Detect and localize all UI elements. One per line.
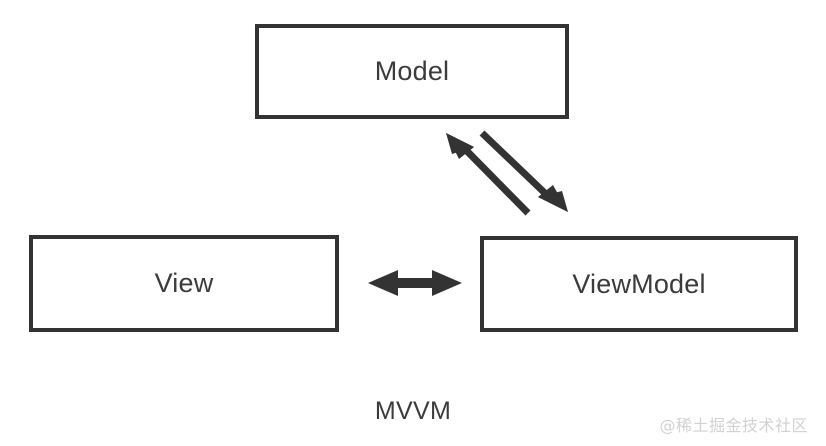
node-model[interactable]: Model bbox=[255, 24, 569, 119]
node-view[interactable]: View bbox=[29, 235, 339, 332]
node-model-label: Model bbox=[374, 56, 450, 86]
node-view-label: View bbox=[154, 268, 214, 298]
edge-model-to-viewmodel bbox=[479, 130, 568, 212]
node-viewmodel[interactable]: ViewModel bbox=[480, 236, 798, 332]
edge-viewmodel-to-model bbox=[446, 133, 531, 216]
node-viewmodel-label: ViewModel bbox=[572, 268, 706, 299]
diagram-caption: MVVM bbox=[374, 397, 452, 425]
edge-view-viewmodel bbox=[368, 270, 462, 296]
watermark-label: @稀土掘金技术社区 bbox=[659, 416, 808, 435]
